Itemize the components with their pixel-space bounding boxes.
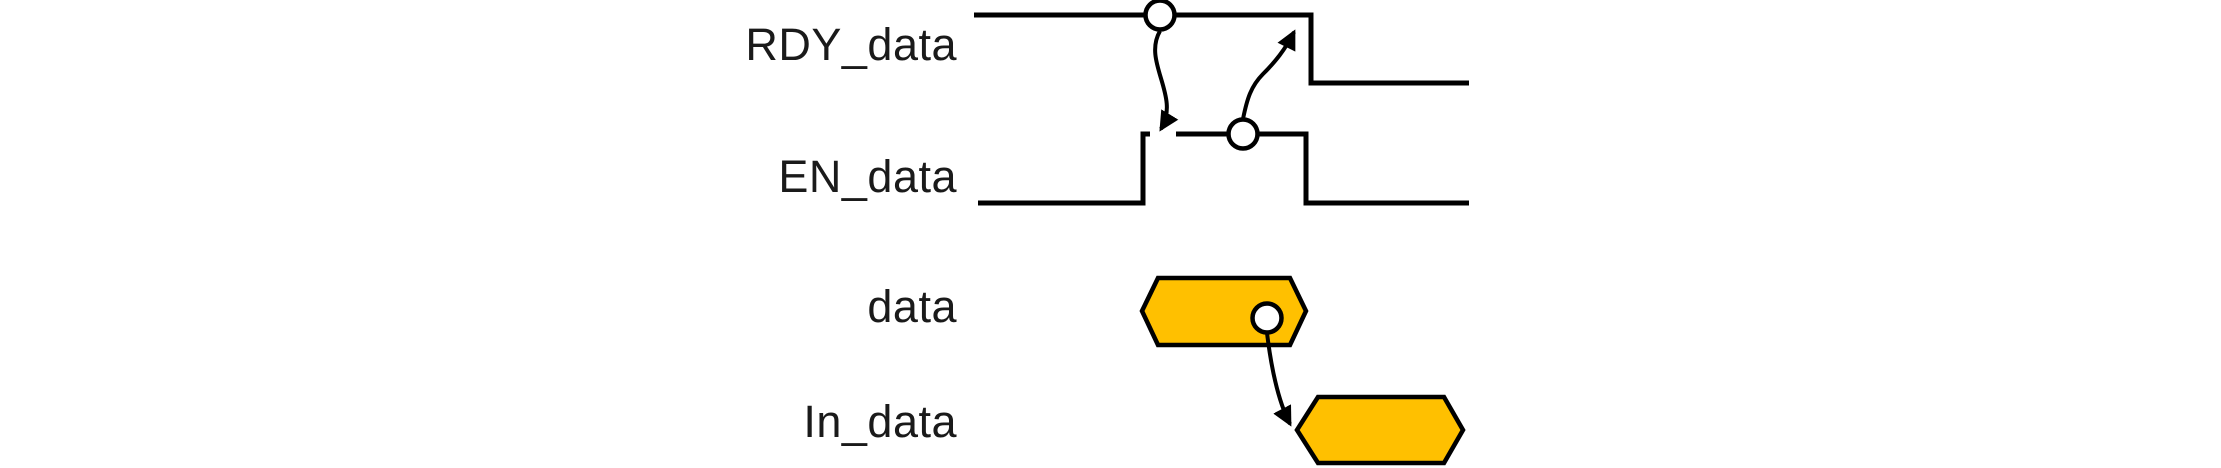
causality-arrow-rdy-to-en-icon [1153,29,1179,132]
en-data-waveform-rising [978,131,1150,206]
en-data-waveform-falling [1176,131,1469,206]
causality-arrow-en-to-rdy-icon [1241,29,1296,120]
rdy-data-sample-node-icon [1143,0,1177,32]
in-data-valid-hexagon [1294,394,1466,466]
signal-label-data: data [867,281,957,332]
rdy-data-waveform [974,12,1469,86]
en-data-sample-node-icon [1226,117,1260,151]
signal-label-en-data: EN_data [778,151,957,202]
signal-label-in-data: In_data [803,396,957,447]
causality-arrow-data-to-in-data-icon [1265,332,1292,427]
data-sample-node-icon [1250,301,1284,335]
signal-label-rdy-data: RDY_data [745,19,957,70]
